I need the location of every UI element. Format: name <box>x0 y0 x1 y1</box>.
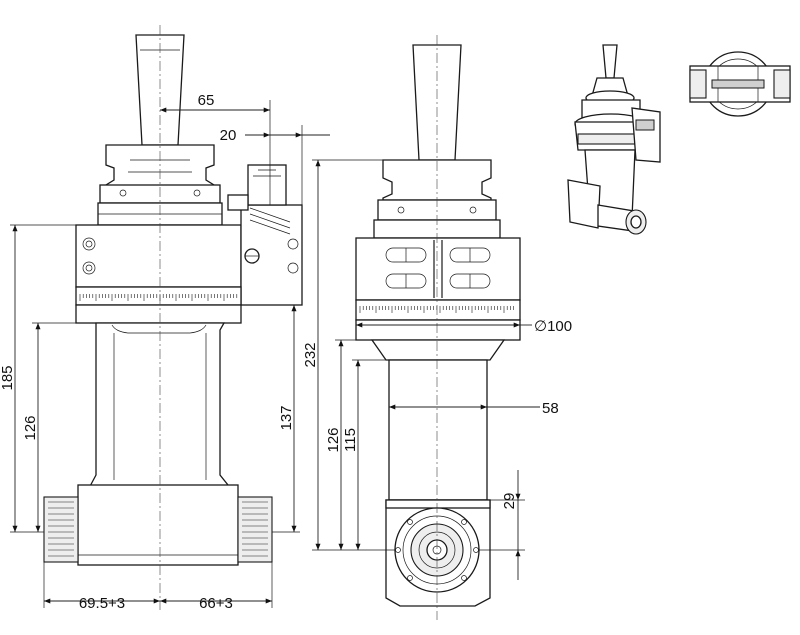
front-view <box>43 25 303 610</box>
dim-69-5-plus-3: 69.5+3 <box>79 595 125 612</box>
side-main-body <box>355 237 521 301</box>
dimension-labels: 65 20 185 126 137 232 126 115 ∅100 58 29… <box>0 92 572 612</box>
side-column <box>388 359 488 501</box>
side-view <box>355 35 521 620</box>
dimension-lines <box>10 100 540 608</box>
dim-126-right: 126 <box>325 427 342 452</box>
side-scale-ring <box>355 299 521 321</box>
front-lower-body <box>77 484 239 566</box>
dim-137: 137 <box>278 405 295 430</box>
dim-diameter-100: ∅100 <box>534 318 572 335</box>
dim-20: 20 <box>220 127 237 144</box>
dim-58: 58 <box>542 400 559 417</box>
front-scale-ring <box>75 286 242 306</box>
dim-29: 29 <box>501 493 518 510</box>
dim-232: 232 <box>302 342 319 367</box>
right-collet-nut <box>237 496 273 563</box>
side-neck <box>370 339 506 361</box>
dim-115: 115 <box>342 428 359 452</box>
dim-65: 65 <box>198 92 215 109</box>
dim-126-left: 126 <box>22 415 39 440</box>
dim-66-plus-3: 66+3 <box>199 595 233 612</box>
front-main-body <box>75 224 242 288</box>
top-view <box>689 51 791 117</box>
side-slots <box>385 240 491 298</box>
isometric-view <box>567 44 661 235</box>
dim-185: 185 <box>0 365 16 390</box>
left-collet-nut <box>43 496 79 563</box>
